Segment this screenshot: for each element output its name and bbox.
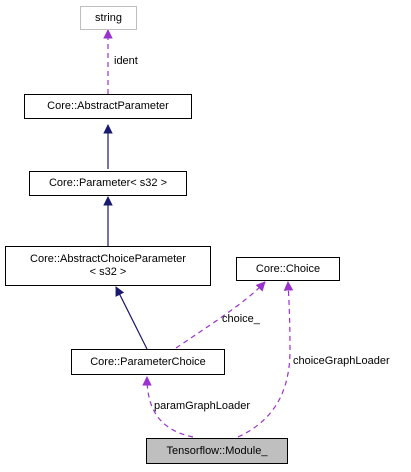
node-tensorflow-module: Tensorflow::Module_ [146, 438, 288, 464]
node-string[interactable]: string [80, 6, 137, 30]
node-parameter-choice[interactable]: Core::ParameterChoice [71, 349, 225, 375]
node-abstract-parameter[interactable]: Core::AbstractParameter [24, 94, 192, 119]
node-parameter-choice-label: Core::ParameterChoice [90, 355, 206, 368]
edge-label-ident: ident [114, 55, 138, 67]
node-choice-label: Core::Choice [255, 262, 321, 275]
edge-label-param-graph-loader: paramGraphLoader [154, 400, 251, 412]
node-choice[interactable]: Core::Choice [236, 257, 340, 281]
edge-choice [175, 281, 266, 349]
node-tensorflow-module-label: Tensorflow::Module_ [166, 444, 268, 457]
edge-param-graph-loader [142, 376, 194, 438]
node-abstract-choice-parameter-line2: < s32 > [89, 266, 127, 278]
node-abstract-parameter-label: Core::AbstractParameter [47, 100, 169, 112]
node-parameter-s32[interactable]: Core::Parameter< s32 > [29, 171, 187, 196]
node-abstract-choice-parameter[interactable]: Core::AbstractChoiceParameter < s32 > [5, 246, 211, 286]
edge-choice-graph-loader [237, 281, 294, 438]
edge-parameter-choice-to-abstract-choice [115, 286, 148, 350]
edge-label-choice: choice_ [222, 313, 260, 325]
node-parameter-s32-label: Core::Parameter< s32 > [48, 177, 167, 189]
edge-label-choice-graph-loader: choiceGraphLoader [293, 355, 390, 367]
node-string-label: string [95, 11, 122, 24]
node-abstract-choice-parameter-line1: Core::AbstractChoiceParameter [30, 253, 186, 265]
